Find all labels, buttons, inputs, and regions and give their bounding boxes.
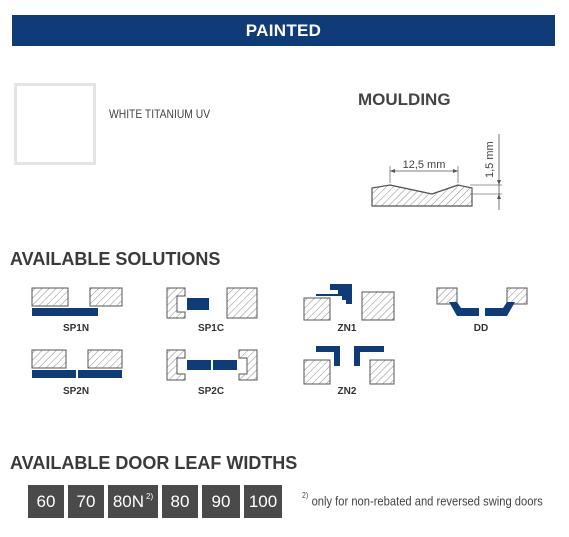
section-banner: PAINTED bbox=[12, 15, 555, 46]
solution-label: ZN1 bbox=[337, 323, 357, 334]
width-footnote: 2)only for non-rebated and reversed swin… bbox=[302, 491, 543, 509]
solution-label: DD bbox=[473, 323, 489, 334]
solution-label: ZN2 bbox=[337, 386, 357, 397]
solution-zn1-diagram bbox=[303, 284, 395, 321]
solution-zn2-diagram bbox=[303, 346, 395, 385]
solutions-title: AVAILABLE SOLUTIONS bbox=[10, 249, 221, 269]
solution-dd-diagram bbox=[436, 287, 528, 316]
moulding-diagram: 12,5 mm 1,5 mm bbox=[371, 134, 502, 210]
width-option: 100 bbox=[244, 485, 282, 518]
swatch-label: WHITE TITANIUM UV bbox=[109, 107, 211, 121]
footnote-mark: 2) bbox=[302, 491, 309, 500]
moulding-width-label: 12,5 mm bbox=[403, 159, 446, 171]
solution-label: SP1N bbox=[62, 323, 90, 334]
moulding-depth-label: 1,5 mm bbox=[484, 141, 496, 178]
widths-title: AVAILABLE DOOR LEAF WIDTHS bbox=[10, 453, 298, 473]
solution-sp1n-diagram bbox=[31, 287, 123, 316]
color-swatch bbox=[14, 83, 96, 165]
banner-title: PAINTED bbox=[245, 20, 322, 40]
solution-label: SP1C bbox=[197, 323, 225, 334]
footnote-text: only for non-rebated and reversed swing … bbox=[311, 493, 543, 509]
solution-sp2c-diagram bbox=[166, 349, 258, 381]
width-option: 90 bbox=[202, 485, 240, 518]
width-option: 80 bbox=[162, 485, 198, 518]
width-option: 70 bbox=[68, 485, 104, 518]
solution-label: SP2N bbox=[62, 386, 90, 397]
solution-label: SP2C bbox=[197, 386, 225, 397]
width-option: 60 bbox=[28, 485, 64, 518]
solution-sp2n-diagram bbox=[31, 349, 123, 378]
moulding-title: MOULDING bbox=[358, 90, 451, 109]
solution-sp1c-diagram bbox=[166, 287, 258, 319]
width-option-note: 2) bbox=[146, 492, 154, 501]
